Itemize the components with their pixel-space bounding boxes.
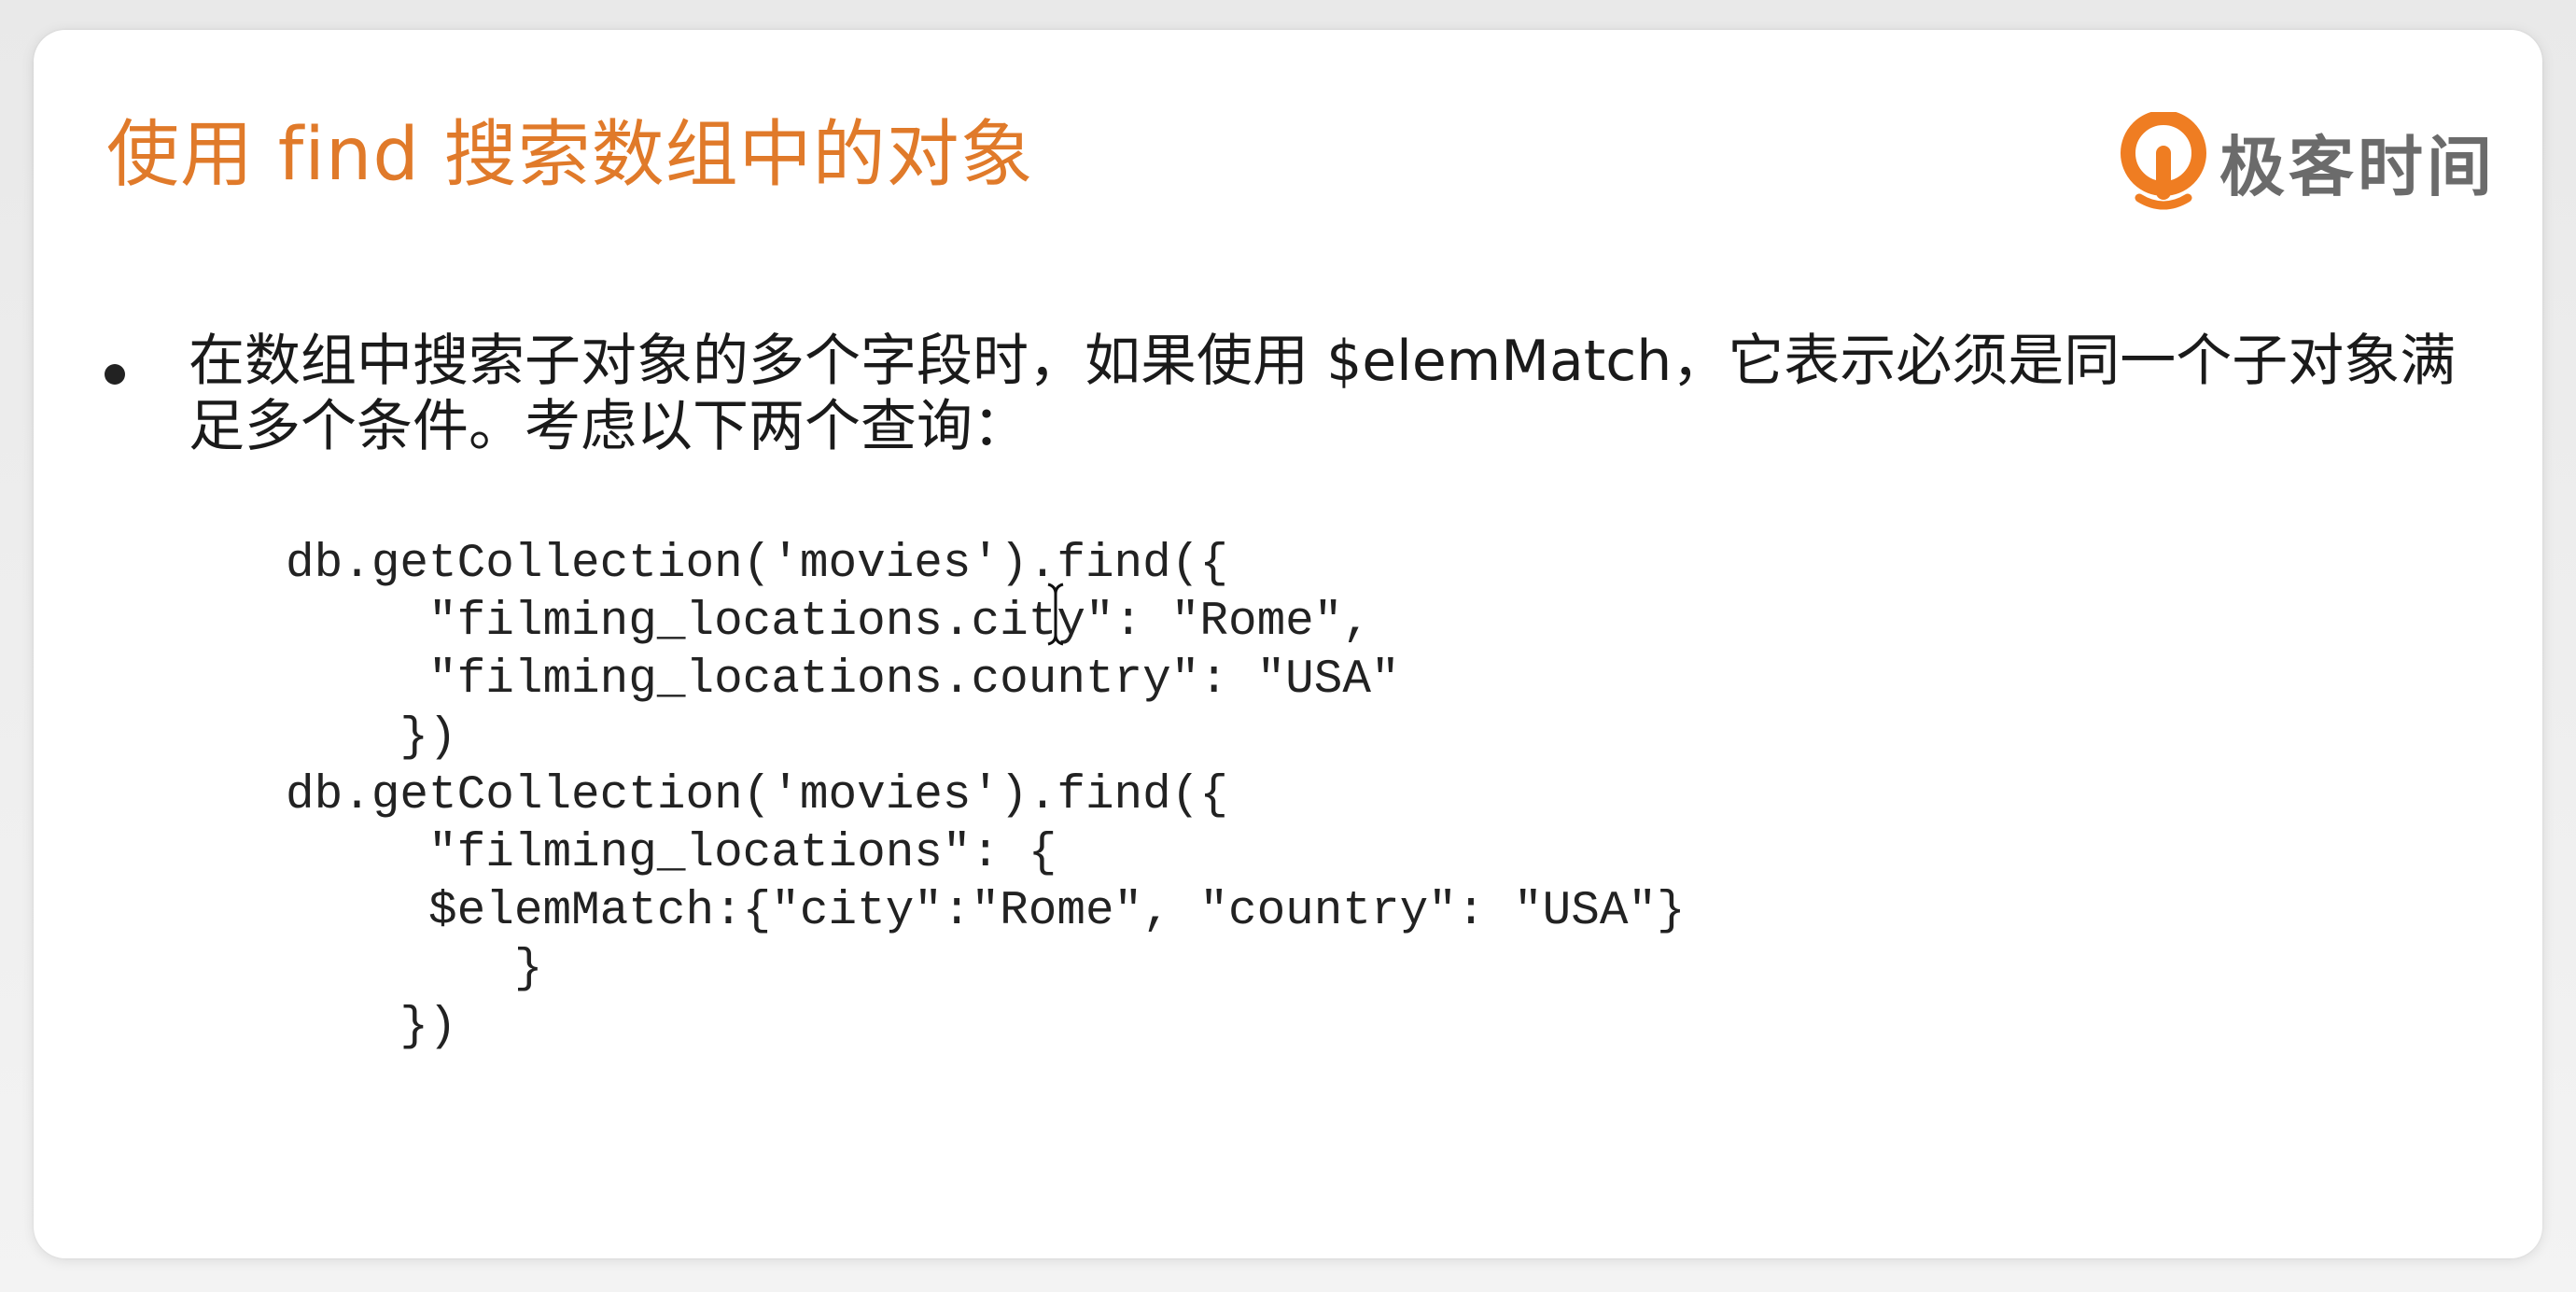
code-line: db.getCollection('movies').find({ — [286, 769, 1228, 822]
code-line: "filming_locations": { — [286, 827, 1057, 880]
text-cursor-icon — [1047, 583, 1064, 646]
code-line: $elemMatch:{"city":"Rome", "country": "U… — [286, 885, 1686, 938]
logo-text: 极客时间 — [2219, 128, 2496, 205]
brand-logo: 极客时间 — [2119, 110, 2496, 213]
slide: 使用 find 搜索数组中的对象 极客时间 在数组中搜索子对象的多个字段时，如果… — [34, 30, 2542, 1258]
code-line: "filming_locations.country": "USA" — [286, 653, 1400, 707]
bullet-dot-icon — [105, 364, 125, 385]
code-line: db.getCollection('movies').find({ — [286, 538, 1228, 591]
bullet-text: 在数组中搜索子对象的多个字段时，如果使用 $elemMatch，它表示必须是同一… — [189, 329, 2457, 459]
code-line: "filming_locations.city": "Rome", — [286, 596, 1371, 649]
bullet-item: 在数组中搜索子对象的多个字段时，如果使用 $elemMatch，它表示必须是同一… — [105, 329, 2475, 459]
code-line: }) — [286, 711, 457, 765]
geektime-logo-icon — [2121, 112, 2206, 210]
code-line: } — [286, 943, 543, 996]
code-block: db.getCollection('movies').find({ "filmi… — [286, 536, 1686, 1057]
slide-title: 使用 find 搜索数组中的对象 — [106, 113, 1034, 197]
code-line: }) — [286, 1001, 457, 1054]
